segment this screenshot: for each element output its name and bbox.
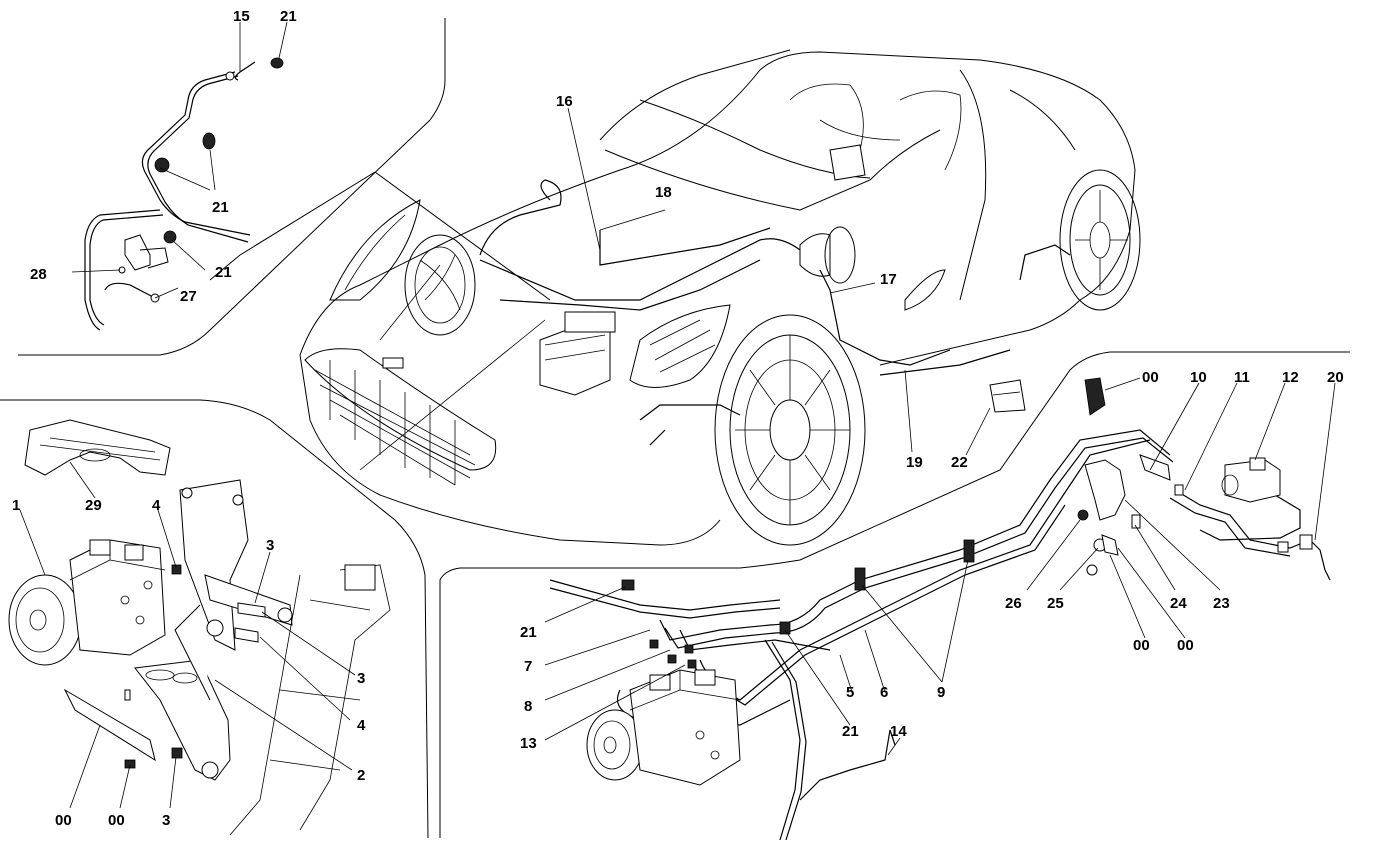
label-17: 17 — [880, 271, 897, 288]
label-11: 11 — [1234, 369, 1250, 386]
label-21-abs-right: 21 — [842, 723, 859, 740]
part-number-labels: 15 21 21 21 28 27 16 18 17 19 22 00 10 1… — [12, 8, 1344, 829]
label-12: 12 — [1282, 369, 1299, 386]
label-20: 20 — [1327, 369, 1344, 386]
rear-brake-pipe-inset — [84, 57, 284, 331]
label-5: 5 — [846, 684, 854, 701]
label-26: 26 — [1005, 595, 1022, 612]
rear-wheel — [1059, 169, 1141, 311]
brake-disc-front-left — [404, 234, 476, 336]
label-3-mid: 3 — [357, 670, 365, 687]
label-00-bolt-a: 00 — [1133, 637, 1150, 654]
label-4-upper: 4 — [152, 497, 161, 514]
label-7: 7 — [524, 658, 532, 675]
label-1: 1 — [12, 497, 20, 514]
label-28: 28 — [30, 266, 47, 283]
label-00-screw: 00 — [108, 812, 125, 829]
panel-borders — [0, 18, 1350, 839]
label-22: 22 — [951, 454, 968, 471]
label-21-abs-left: 21 — [520, 624, 537, 641]
abs-unit-right-group — [549, 377, 1331, 841]
label-9: 9 — [937, 684, 945, 701]
label-19: 19 — [906, 454, 923, 471]
label-25: 25 — [1047, 595, 1064, 612]
label-23: 23 — [1213, 595, 1230, 612]
label-24: 24 — [1170, 595, 1187, 612]
label-21-inset-low: 21 — [215, 264, 232, 281]
label-00-clip: 00 — [1142, 369, 1159, 386]
leader-lines — [19, 21, 1336, 809]
label-2: 2 — [357, 767, 365, 784]
label-29: 29 — [85, 497, 102, 514]
label-3-upper: 3 — [266, 537, 274, 554]
front-wheel — [714, 314, 866, 546]
label-13: 13 — [520, 735, 537, 752]
label-8: 8 — [524, 698, 532, 715]
label-21-top: 21 — [280, 8, 297, 25]
label-15: 15 — [233, 8, 250, 25]
label-10: 10 — [1190, 369, 1207, 386]
abs-unit-left-group — [8, 419, 391, 836]
label-27: 27 — [180, 288, 197, 305]
car-body — [299, 49, 1136, 546]
car-brake-pipes — [479, 144, 1071, 446]
label-16: 16 — [556, 93, 573, 110]
label-6: 6 — [880, 684, 888, 701]
label-14: 14 — [890, 723, 907, 740]
label-18: 18 — [655, 184, 672, 201]
label-21-inset-mid: 21 — [212, 199, 229, 216]
label-4-lower: 4 — [357, 717, 366, 734]
label-3-lower: 3 — [162, 812, 170, 829]
label-00-bolt-b: 00 — [1177, 637, 1194, 654]
label-00-cover: 00 — [55, 812, 72, 829]
